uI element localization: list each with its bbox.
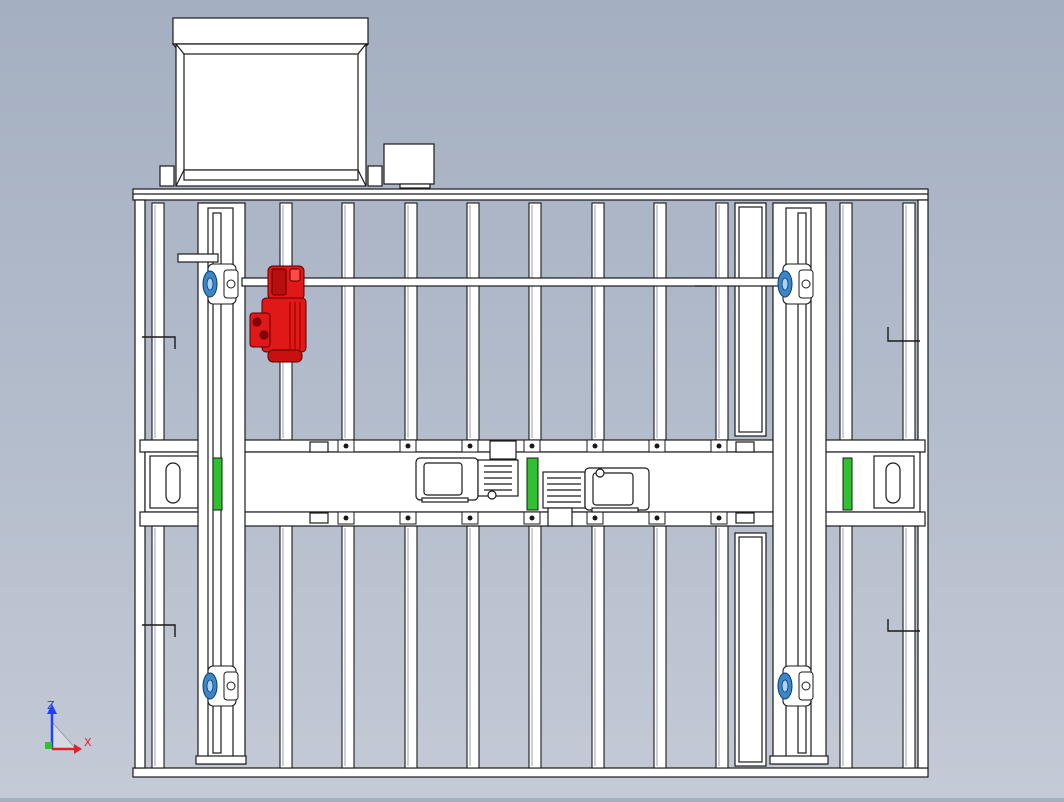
beam-bolt bbox=[648, 439, 666, 453]
beam-bolt bbox=[523, 439, 541, 453]
roller bbox=[279, 525, 293, 769]
sprocket bbox=[202, 263, 239, 305]
beam-bolt bbox=[399, 511, 417, 525]
roller bbox=[715, 202, 729, 441]
roller bbox=[591, 202, 605, 441]
beam-bolt bbox=[710, 511, 728, 525]
beam-bolt bbox=[648, 511, 666, 525]
beam-bolt bbox=[523, 511, 541, 525]
roller bbox=[528, 525, 542, 769]
roller bbox=[341, 202, 355, 441]
roller bbox=[839, 525, 853, 769]
roller bbox=[902, 525, 916, 769]
sprocket bbox=[202, 665, 239, 707]
roller bbox=[151, 202, 165, 441]
roller bbox=[591, 525, 605, 769]
roller bbox=[404, 525, 418, 769]
red-geared-motor bbox=[249, 265, 307, 363]
servo-motor-right bbox=[542, 467, 650, 527]
sprocket bbox=[777, 263, 814, 305]
sprocket bbox=[777, 665, 814, 707]
beam-bolt bbox=[586, 439, 604, 453]
roller bbox=[839, 202, 853, 441]
side-hooks bbox=[142, 327, 920, 637]
roller bbox=[151, 525, 165, 769]
transverse-rollers bbox=[151, 202, 916, 769]
roller bbox=[653, 202, 667, 441]
beam-bolt bbox=[710, 439, 728, 453]
roller bbox=[466, 525, 480, 769]
roller bbox=[653, 525, 667, 769]
servo-motor-left bbox=[415, 440, 519, 503]
beam-bolt bbox=[461, 439, 479, 453]
beam-bolt bbox=[399, 439, 417, 453]
green-guides bbox=[212, 457, 853, 511]
triad-z-label: Z bbox=[47, 699, 55, 712]
blue-sprockets bbox=[202, 263, 814, 707]
control-box bbox=[383, 143, 435, 189]
beam-bolt bbox=[337, 439, 355, 453]
roller bbox=[902, 202, 916, 441]
guide-blocks bbox=[734, 202, 767, 767]
beam-bolt bbox=[461, 511, 479, 525]
roller bbox=[715, 525, 729, 769]
roller bbox=[341, 525, 355, 769]
roller bbox=[404, 202, 418, 441]
coordinate-triad: Z X bbox=[45, 699, 92, 754]
triad-x-label: X bbox=[84, 736, 92, 749]
roller bbox=[528, 202, 542, 441]
hopper bbox=[159, 17, 383, 187]
roller bbox=[466, 202, 480, 441]
beam-bolt bbox=[337, 511, 355, 525]
beam-bolt bbox=[586, 511, 604, 525]
